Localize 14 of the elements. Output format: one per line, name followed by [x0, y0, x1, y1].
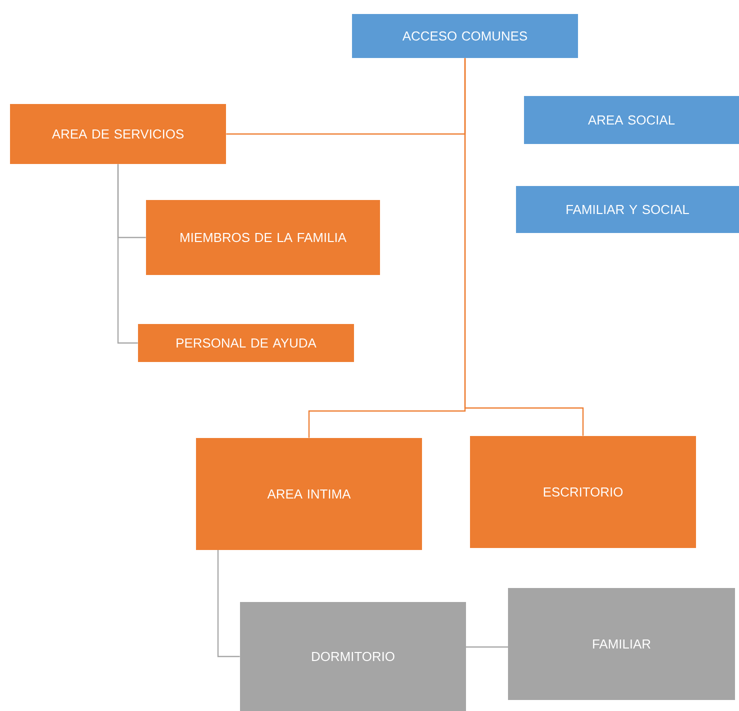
process-box: MIEMBROS DE LA FAMILIA [146, 200, 380, 275]
connector [464, 58, 584, 436]
process-box: FAMILIAR Y SOCIAL [516, 186, 739, 233]
process-box: ACCESO COMUNES [352, 14, 578, 58]
connector [117, 164, 138, 344]
process-box: PERSONAL DE AYUDA [138, 324, 354, 362]
connector [217, 550, 240, 658]
process-box: AREA SOCIAL [524, 96, 739, 144]
process-box: DORMITORIO [240, 602, 466, 711]
process-box: AREA DE SERVICIOS [10, 104, 226, 164]
process-box: ESCRITORIO [470, 436, 696, 548]
process-box: AREA INTIMA [196, 438, 422, 550]
process-box: FAMILIAR [508, 588, 735, 700]
connector [466, 646, 508, 648]
